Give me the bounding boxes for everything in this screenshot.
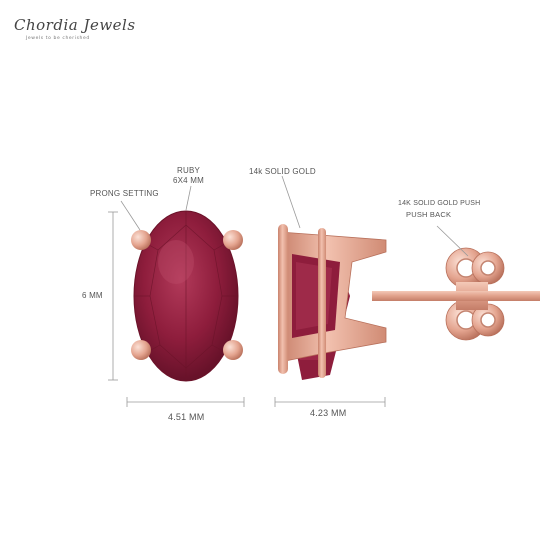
height-label: 6 MM	[82, 291, 103, 300]
brand-logo: Chordia Jewels Jewels to be cherished	[14, 16, 136, 41]
prong-setting-label: PRONG SETTING	[90, 189, 159, 198]
ruby-size-label: 6X4 MM	[173, 176, 204, 185]
push-back-label-1: 14K SOLID GOLD PUSH	[398, 200, 481, 207]
brand-name: Chordia Jewels	[14, 16, 136, 34]
ruby-label: RUBY	[177, 166, 201, 175]
push-back	[372, 247, 540, 341]
prong-top-right	[223, 230, 243, 250]
front-view	[131, 210, 243, 382]
prong-bottom-right	[223, 340, 243, 360]
prong-top-left	[131, 230, 151, 250]
push-back-label-2: PUSH BACK	[406, 210, 452, 219]
gold-label: 14k SOLID GOLD	[249, 167, 316, 176]
side-prong-front	[278, 224, 288, 374]
dimension-lines	[108, 175, 469, 407]
brand-tagline: Jewels to be cherished	[26, 36, 90, 41]
side-view	[278, 224, 540, 380]
prong-bottom-left	[131, 340, 151, 360]
side-width-label: 4.23 MM	[310, 408, 347, 418]
side-prong-back	[318, 228, 326, 378]
front-width-label: 4.51 MM	[168, 412, 205, 422]
